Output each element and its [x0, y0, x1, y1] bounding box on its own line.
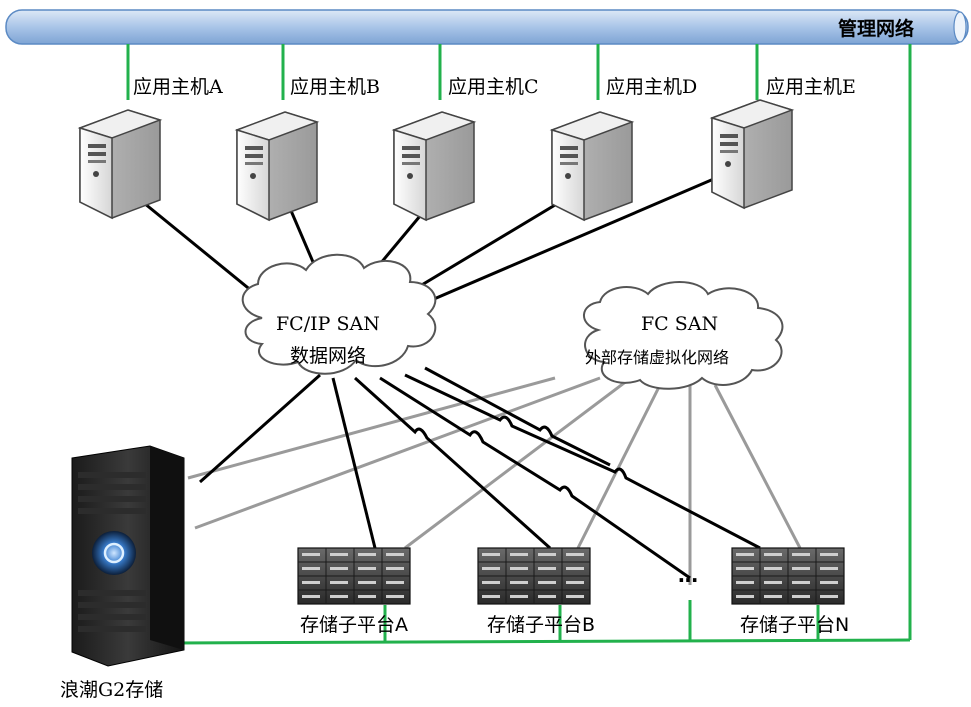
main-storage-label: 浪潮G2存储	[60, 679, 164, 701]
management-network-label: 管理网络	[838, 18, 915, 40]
data-san-title: FC/IP SAN	[276, 313, 380, 335]
subplatform-label-n: 存储子平台N	[740, 614, 850, 636]
host-label-e: 应用主机E	[766, 76, 856, 98]
host-server-icon	[549, 111, 635, 222]
host-label-d: 应用主机D	[606, 76, 698, 98]
data-san-subtitle: 数据网络	[290, 345, 367, 367]
main-storage-rack-icon	[71, 445, 185, 667]
external-san-title: FC SAN	[641, 313, 719, 335]
host-server-icon	[234, 111, 320, 222]
host-server-icon	[391, 111, 477, 222]
host-label-b: 应用主机B	[290, 76, 380, 98]
subplatform-label-b: 存储子平台B	[487, 614, 596, 636]
storage-shelf-icon	[297, 547, 411, 605]
storage-shelf-icon	[731, 547, 845, 605]
more-subplatforms-ellipsis: …	[678, 563, 698, 587]
data-san-storage-links	[199, 366, 761, 580]
host-server-icon	[709, 99, 795, 210]
storage-shelf-icon	[477, 547, 591, 605]
host-label-a: 应用主机A	[133, 76, 223, 98]
management-links	[126, 44, 912, 645]
external-san-subtitle: 外部存储虚拟化网络	[585, 348, 730, 367]
cloud-fc-san	[583, 281, 784, 390]
subplatform-label-a: 存储子平台A	[300, 614, 408, 636]
management-network-bus	[5, 9, 969, 45]
cloud-fc-ip-san	[241, 253, 437, 375]
host-label-c: 应用主机C	[448, 76, 539, 98]
host-server-icon	[77, 109, 163, 220]
